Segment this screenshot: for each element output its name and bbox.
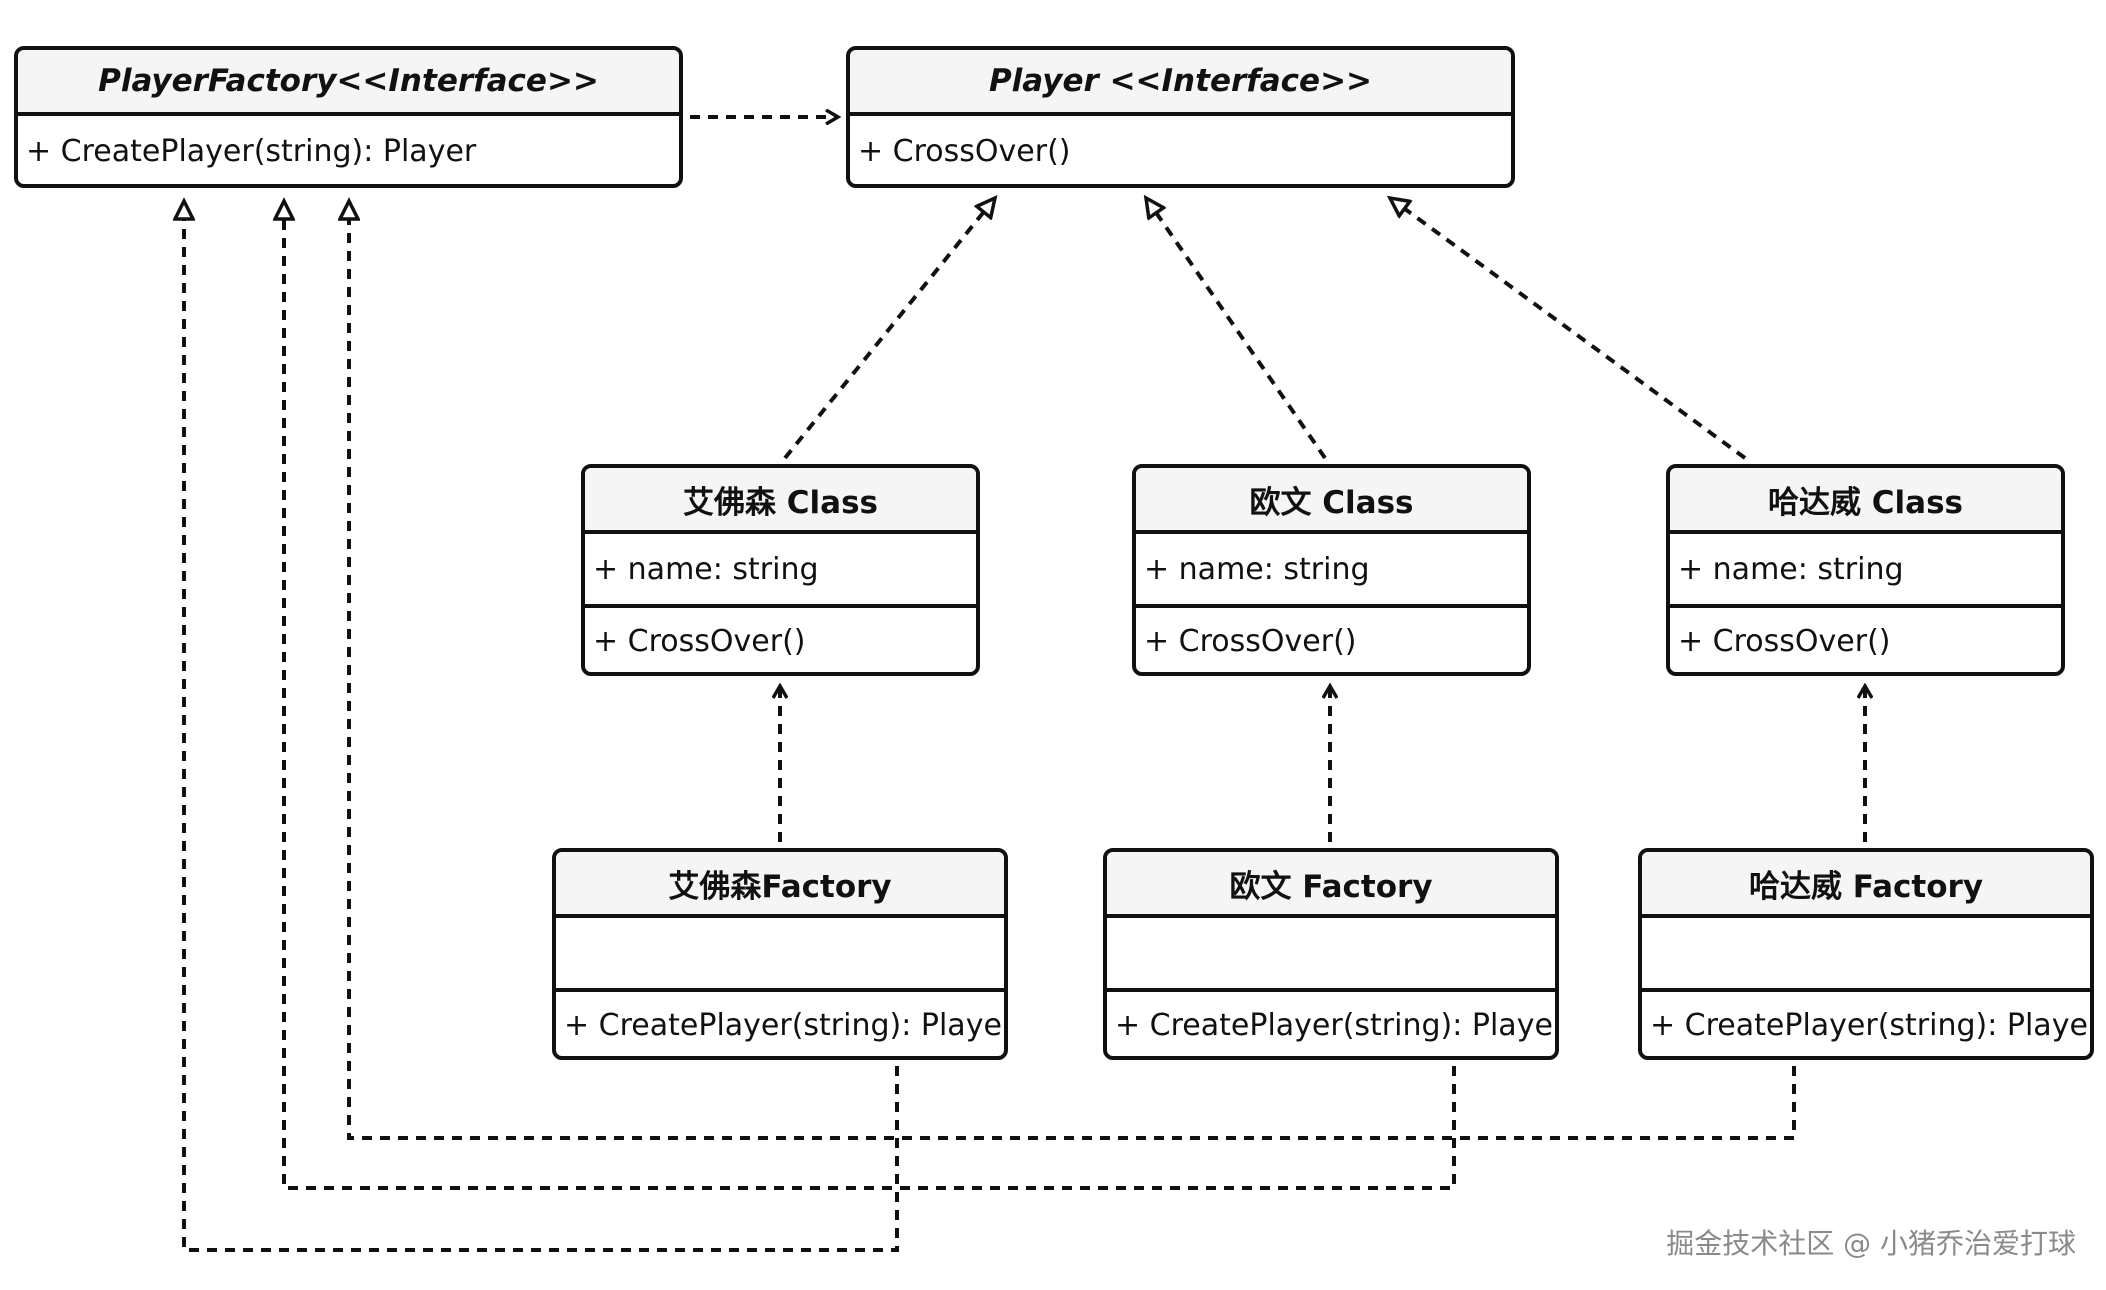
class-method: + CrossOver() — [1670, 604, 2061, 672]
class-box-hadawei: 哈达威 Class + name: string + CrossOver() — [1666, 464, 2065, 676]
realization-hadawei-to-player — [1390, 198, 1747, 460]
player-factory-method: + CreatePlayer(string): Player — [26, 133, 477, 169]
factory-method: + CreatePlayer(string): Player — [1107, 988, 1555, 1056]
player-factory-title: PlayerFactory<<Interface>> — [18, 50, 679, 116]
realization-ouwen-to-player — [1146, 198, 1327, 460]
class-box-aifosen: 艾佛森 Class + name: string + CrossOver() — [581, 464, 980, 676]
realization-ouwen-factory-to-interface — [284, 201, 1456, 1190]
factory-attribute-empty — [1642, 918, 2090, 988]
factory-box-aifosen: 艾佛森Factory + CreatePlayer(string): Playe… — [552, 848, 1008, 1060]
class-box-ouwen: 欧文 Class + name: string + CrossOver() — [1132, 464, 1531, 676]
factory-method: + CreatePlayer(string): Player — [1642, 988, 2090, 1056]
class-title: 艾佛森 Class — [585, 468, 976, 534]
player-factory-interface-box: PlayerFactory<<Interface>> + CreatePlaye… — [14, 46, 683, 188]
factory-attribute-empty — [556, 918, 1004, 988]
factory-title: 欧文 Factory — [1107, 852, 1555, 918]
realization-aifosen-factory-to-interface — [184, 201, 899, 1252]
class-method: + CrossOver() — [1136, 604, 1527, 672]
class-title: 欧文 Class — [1136, 468, 1527, 534]
factory-title: 哈达威 Factory — [1642, 852, 2090, 918]
player-interface-title: Player <<Interface>> — [850, 50, 1511, 116]
realization-hadawei-factory-to-interface — [349, 201, 1796, 1140]
class-title: 哈达威 Class — [1670, 468, 2061, 534]
class-method: + CrossOver() — [585, 604, 976, 672]
class-attribute: + name: string — [1144, 551, 1370, 587]
factory-box-ouwen: 欧文 Factory + CreatePlayer(string): Playe… — [1103, 848, 1559, 1060]
player-interface-box: Player <<Interface>> + CrossOver() — [846, 46, 1515, 188]
factory-title: 艾佛森Factory — [556, 852, 1004, 918]
factory-attribute-empty — [1107, 918, 1555, 988]
realization-aifosen-to-player — [783, 198, 995, 460]
player-interface-method: + CrossOver() — [858, 133, 1071, 169]
class-attribute: + name: string — [1678, 551, 1904, 587]
watermark: 掘金技术社区 @ 小猪乔治爱打球 — [1666, 1227, 2076, 1260]
class-attribute: + name: string — [593, 551, 819, 587]
factory-method: + CreatePlayer(string): Player — [556, 988, 1004, 1056]
factory-box-hadawei: 哈达威 Factory + CreatePlayer(string): Play… — [1638, 848, 2094, 1060]
